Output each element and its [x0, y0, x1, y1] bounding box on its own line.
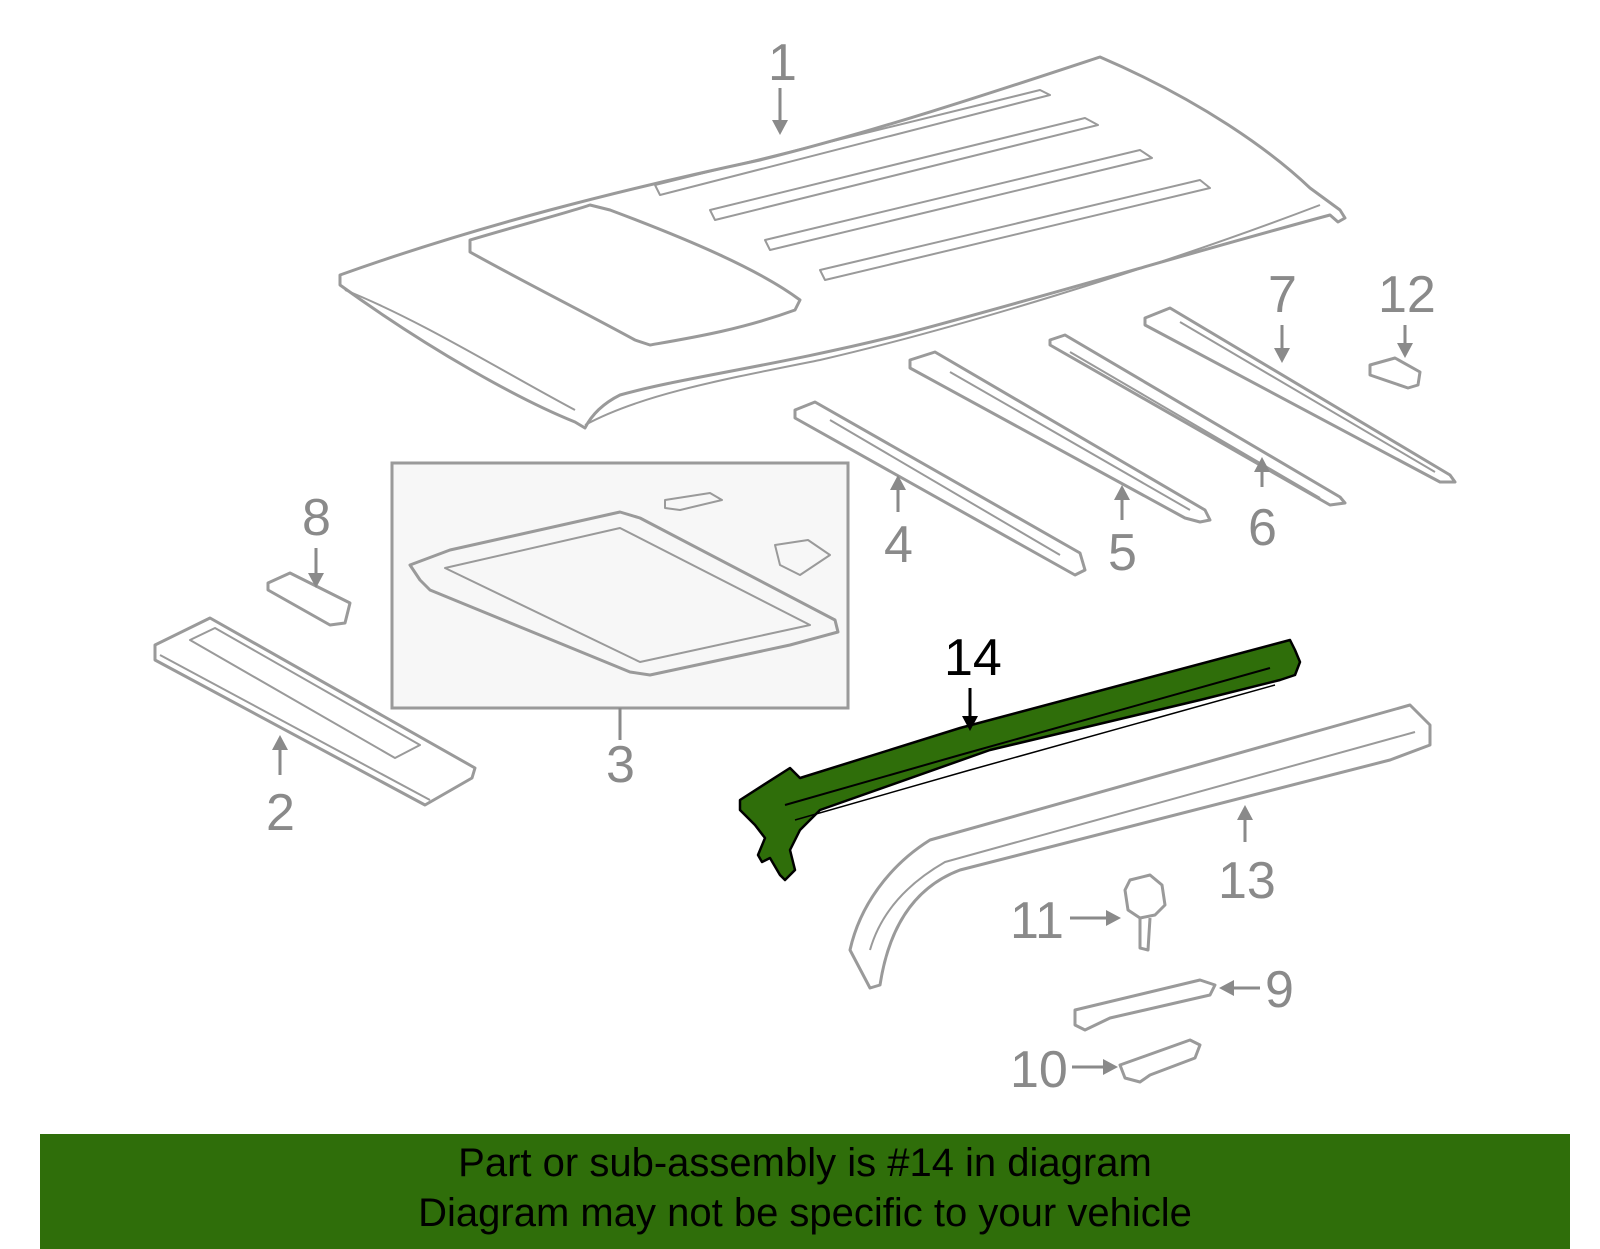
notice-banner: Part or sub-assembly is #14 in diagram D… — [40, 1134, 1570, 1249]
inner-rail-part-14-highlighted[interactable] — [738, 638, 1302, 882]
callout-4: 4 — [884, 516, 913, 574]
bracket-part-10[interactable] — [1118, 1038, 1202, 1084]
callout-5: 5 — [1108, 524, 1137, 582]
sunroof-frame-box-part-3[interactable] — [390, 461, 850, 720]
callout-6: 6 — [1248, 499, 1277, 557]
callout-14: 14 — [944, 629, 1002, 687]
callout-13: 13 — [1218, 852, 1276, 910]
callout-9: 9 — [1265, 961, 1294, 1019]
roof-bow-part-7[interactable] — [1143, 306, 1457, 484]
notice-line-1: Part or sub-assembly is #14 in diagram — [458, 1141, 1152, 1185]
notice-line-2: Diagram may not be specific to your vehi… — [418, 1191, 1192, 1235]
bolt-part-11[interactable] — [1123, 873, 1167, 952]
callout-11: 11 — [1010, 892, 1064, 950]
roof-bow-part-4[interactable] — [793, 400, 1087, 577]
callout-10: 10 — [1010, 1041, 1068, 1099]
callout-8: 8 — [302, 489, 331, 547]
callout-1: 1 — [768, 34, 797, 92]
roof-panel-part-1[interactable] — [338, 55, 1347, 430]
roof-side-rail-part-13[interactable] — [848, 703, 1432, 990]
front-header-part-2[interactable] — [153, 616, 477, 807]
roof-bow-part-5[interactable] — [908, 350, 1212, 524]
callout-3: 3 — [606, 736, 635, 794]
roof-bow-part-6[interactable] — [1048, 333, 1347, 507]
callout-2: 2 — [266, 784, 295, 842]
clip-part-12[interactable] — [1368, 356, 1422, 390]
pad-part-8[interactable] — [266, 571, 352, 627]
leader-arrows — [272, 88, 1413, 1075]
callout-12: 12 — [1378, 266, 1436, 324]
bracket-part-9[interactable] — [1073, 978, 1217, 1032]
callout-7: 7 — [1268, 266, 1297, 324]
parts-diagram: 1 2 3 4 5 6 7 8 9 10 11 12 13 14 — [153, 34, 1457, 1099]
